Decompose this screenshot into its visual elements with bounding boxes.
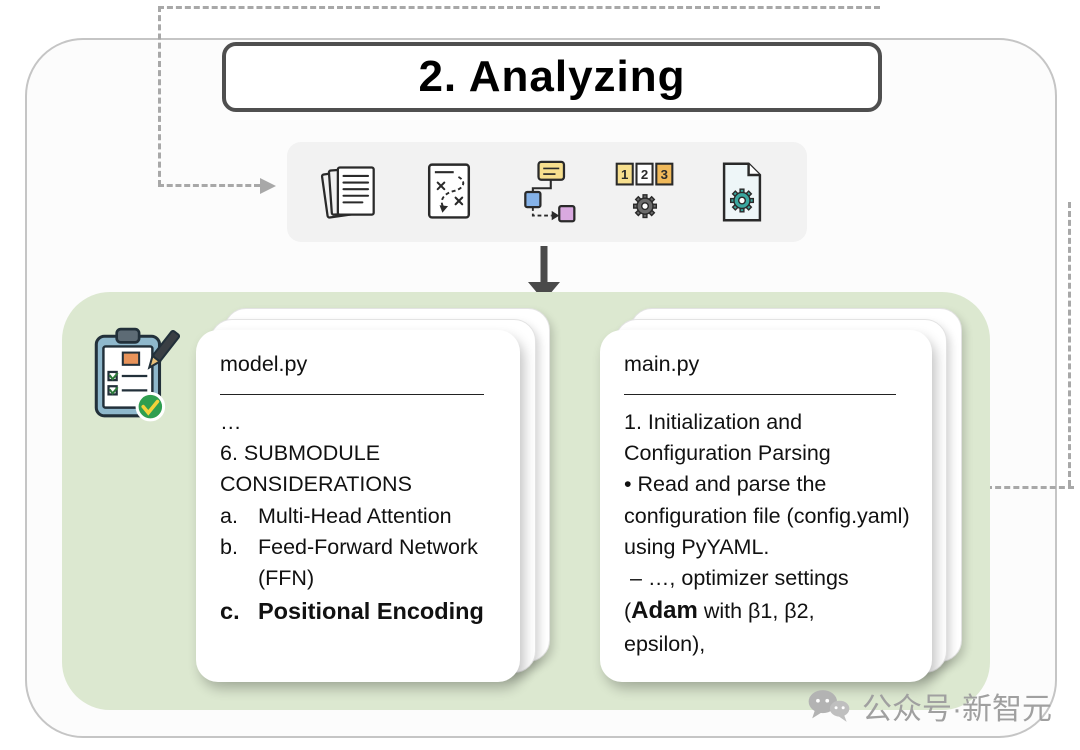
main-py-card-stack: main.py 1. Initialization and Configurat… <box>600 308 962 684</box>
watermark-text: 公众号·新智元 <box>862 693 1052 726</box>
item-text: Feed-Forward Network (FFN) <box>258 534 478 590</box>
item-text: Multi-Head Attention <box>258 503 452 528</box>
document-gear-icon <box>723 162 762 222</box>
dashed-connector-right-vertical <box>1068 202 1071 486</box>
list-item: b. Feed-Forward Network (FFN) <box>220 532 498 594</box>
dashed-connector-top <box>158 6 880 9</box>
svg-text:2: 2 <box>640 167 647 182</box>
item-text: Positional Encoding <box>258 598 484 625</box>
item-marker: a. <box>220 503 238 528</box>
main-py-card: main.py 1. Initialization and Configurat… <box>600 330 932 682</box>
stacked-documents-icon <box>320 166 375 219</box>
model-py-card: model.py … 6. SUBMODULE CONSIDERATIONS a… <box>196 330 520 682</box>
checklist-clipboard-icon <box>94 327 181 422</box>
check-badge <box>135 391 166 422</box>
item-marker: b. <box>220 534 238 559</box>
svg-text:1: 1 <box>621 167 628 182</box>
paragraph: 1. Initialization and Configuration Pars… <box>624 410 831 466</box>
artifact-icons-row: 1 2 3 <box>287 142 807 242</box>
watermark: 公众号·新智元 <box>806 684 1052 728</box>
text-segment: with β1, β2, epsilon), <box>624 599 821 656</box>
model-py-card-stack: model.py … 6. SUBMODULE CONSIDERATIONS a… <box>196 308 550 684</box>
chat-bubbles-icon <box>808 690 850 722</box>
stage-title-box: 2. Analyzing <box>222 42 882 112</box>
divider-line <box>220 394 485 395</box>
paragraph: – …, optimizer settings <box>624 565 849 590</box>
item-marker: c. <box>220 598 240 625</box>
file-title: model.py <box>220 352 308 376</box>
pencil-icon <box>147 329 181 370</box>
ellipsis-line: … <box>220 410 242 434</box>
paragraph-optimizer: (Adam with β1, β2, epsilon), <box>624 594 870 660</box>
stage-title: 2. Analyzing <box>418 52 686 101</box>
section-heading: 6. SUBMODULE CONSIDERATIONS <box>220 441 412 497</box>
file-title: main.py <box>624 352 700 376</box>
dashed-connector-left-vertical <box>158 6 161 186</box>
dashed-connector-right-horizontal <box>986 486 1074 489</box>
list-item-highlighted: c. Positional Encoding <box>220 594 498 628</box>
paragraph: • Read and parse the configuration file … <box>624 472 916 559</box>
dashed-arrowhead-icon <box>260 178 276 194</box>
down-arrow-icon <box>528 246 560 301</box>
strategy-plan-icon <box>428 163 471 219</box>
list-item: a. Multi-Head Attention <box>220 501 498 532</box>
dashed-connector-into-icons <box>158 184 260 187</box>
text-segment-bold: Adam <box>631 597 698 625</box>
numbered-files-gear-icon: 1 2 3 <box>615 162 674 219</box>
flowchart-icon <box>524 160 576 223</box>
svg-text:3: 3 <box>660 167 667 182</box>
text-segment: ( <box>624 599 632 624</box>
divider-line <box>624 394 896 395</box>
